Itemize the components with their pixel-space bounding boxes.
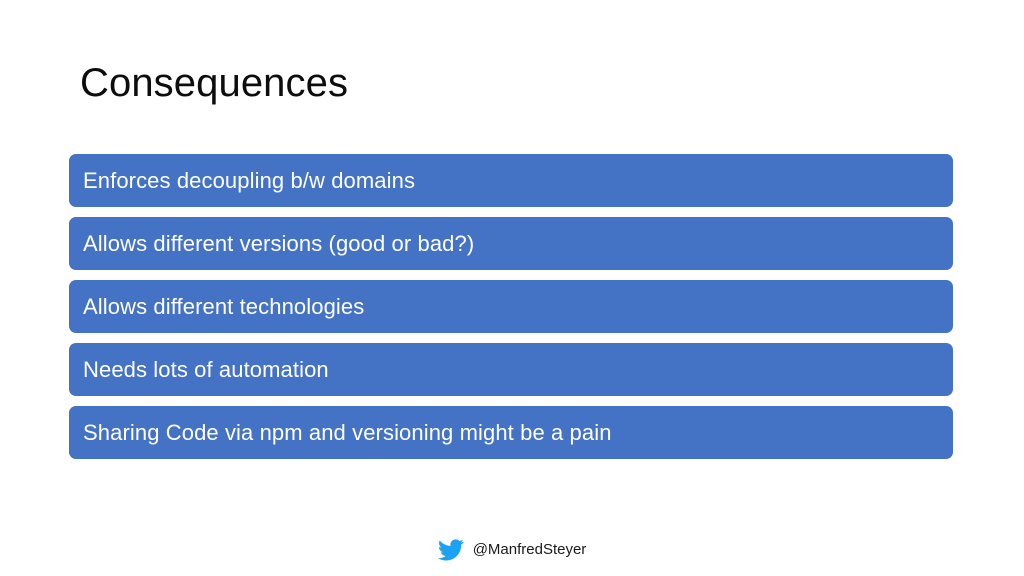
list-item: Enforces decoupling b/w domains (69, 154, 953, 207)
list-item: Allows different versions (good or bad?) (69, 217, 953, 270)
slide-footer: @ManfredSteyer (0, 539, 1024, 561)
twitter-bird-icon (437, 539, 464, 561)
bar-label: Sharing Code via npm and versioning migh… (83, 419, 612, 445)
bar-label: Enforces decoupling b/w domains (83, 167, 416, 193)
list-item: Allows different technologies (69, 280, 953, 333)
list-item: Sharing Code via npm and versioning migh… (69, 406, 953, 459)
bar-label: Allows different versions (good or bad?) (83, 230, 475, 256)
bar-label: Needs lots of automation (83, 356, 329, 382)
list-item: Needs lots of automation (69, 343, 953, 396)
bar-label: Allows different technologies (83, 293, 365, 319)
consequences-bar-list: Enforces decoupling b/w domains Allows d… (69, 154, 953, 459)
page-title: Consequences (80, 61, 349, 105)
twitter-handle: @ManfredSteyer (472, 541, 587, 558)
